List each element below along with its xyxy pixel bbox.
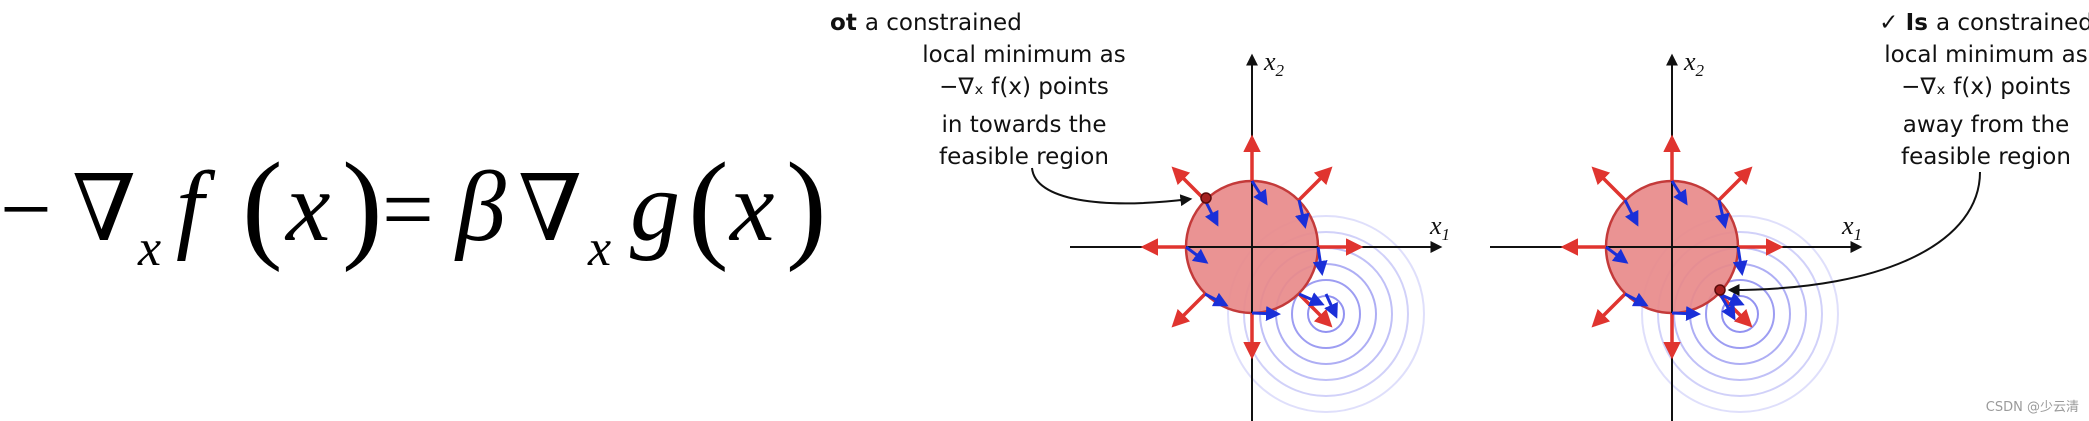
right-x-axis-label: x1 xyxy=(1841,211,1862,244)
gradient-condition-formula: − ∇ x f ( x ) = β ∇ x g ( x ) xyxy=(0,0,830,421)
close-paren: ) xyxy=(342,138,383,273)
check-mark-icon: ✓ xyxy=(1879,10,1906,36)
right-caption-bold: Is xyxy=(1906,10,1936,36)
right-caption-line-1: a constrained xyxy=(1936,10,2089,36)
equals-sign: = xyxy=(382,158,434,260)
argument-x: x xyxy=(284,151,330,262)
nabla-subscript: x xyxy=(137,220,161,277)
right-caption: ✓ Is a constrained local minimum as −∇ₓ … xyxy=(1879,10,2089,170)
minus-sign: − xyxy=(0,158,52,260)
right-caption-line-2: local minimum as xyxy=(1884,42,2087,68)
left-panel: ✗ Not a constrained local minimum as −∇ₓ… xyxy=(830,10,1450,421)
right-panel: ✓ Is a constrained local minimum as −∇ₓ … xyxy=(1490,10,2089,421)
left-red-arrows xyxy=(1140,134,1364,360)
function-g: g xyxy=(630,151,680,262)
open-paren: ( xyxy=(242,138,283,273)
right-y-axis-label: x2 xyxy=(1683,47,1705,80)
left-caption-bold: Not xyxy=(830,10,865,36)
function-f: f xyxy=(176,151,216,262)
left-y-axis-label: x2 xyxy=(1263,47,1285,80)
left-caption-line-3: −∇ₓ f(x) points xyxy=(939,74,1109,100)
beta-symbol: β xyxy=(454,151,506,262)
nabla-symbol: ∇ xyxy=(72,158,136,260)
left-x-axis-label: x1 xyxy=(1429,211,1450,244)
close-paren-2: ) xyxy=(786,138,827,273)
svg-text:✗ Not a: ✗ Not a constrained xyxy=(830,10,1022,36)
right-pointer-curve xyxy=(1727,171,1981,296)
left-candidate-point xyxy=(1200,192,1212,204)
left-caption-line-1: a constrained xyxy=(865,10,1022,36)
right-caption-line-3: −∇ₓ f(x) points xyxy=(1901,74,2071,100)
left-caption: ✗ Not a constrained local minimum as −∇ₓ… xyxy=(830,10,1126,170)
left-blue-arrows xyxy=(1185,180,1338,322)
svg-text:✓ Is a c: ✓ Is a constrained xyxy=(1879,10,2089,36)
nabla-symbol-2: ∇ xyxy=(518,158,582,260)
right-caption-line-4: away from the xyxy=(1903,112,2070,138)
left-caption-line-4: in towards the xyxy=(942,112,1107,138)
left-pointer-curve xyxy=(1031,167,1193,207)
right-blue-arrows xyxy=(1605,180,1748,322)
constrained-minimum-figure: ✗ Not a constrained local minimum as −∇ₓ… xyxy=(830,0,2089,421)
argument-x-2: x xyxy=(728,151,774,262)
open-paren-2: ( xyxy=(688,138,729,273)
left-caption-line-5: feasible region xyxy=(939,144,1109,170)
watermark-text: CSDN @少云清 xyxy=(1985,400,2079,415)
right-candidate-point xyxy=(1714,284,1726,296)
right-caption-line-5: feasible region xyxy=(1901,144,2071,170)
nabla-subscript-2: x xyxy=(587,220,611,277)
left-caption-line-2: local minimum as xyxy=(922,42,1125,68)
